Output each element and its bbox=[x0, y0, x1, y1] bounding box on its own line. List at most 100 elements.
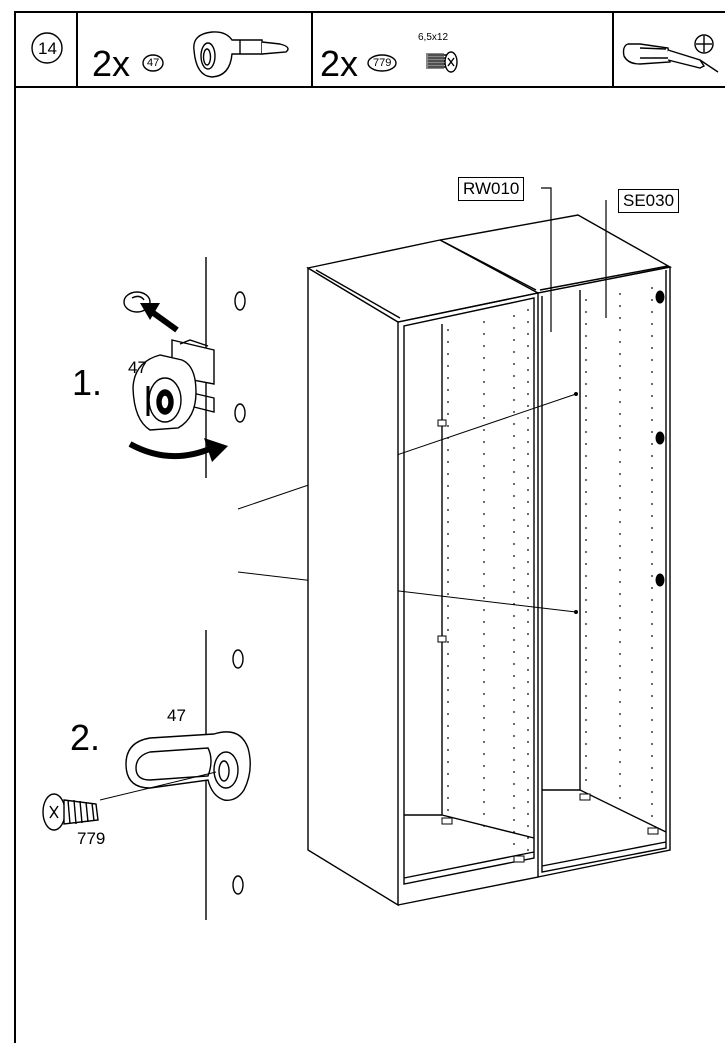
header-divider bbox=[76, 11, 78, 86]
peg-hole-dot bbox=[483, 585, 485, 587]
peg-hole-dot bbox=[447, 497, 449, 499]
peg-hole-dot bbox=[527, 813, 529, 815]
peg-hole-dot bbox=[585, 743, 587, 745]
peg-hole-dot bbox=[483, 657, 485, 659]
peg-hole-dot bbox=[527, 513, 529, 515]
peg-hole-dot bbox=[585, 539, 587, 541]
peg-hole-dot bbox=[527, 333, 529, 335]
peg-hole-dot bbox=[447, 353, 449, 355]
peg-hole-dot bbox=[513, 375, 515, 377]
fitting-47-icon bbox=[193, 31, 289, 78]
peg-hole-dot bbox=[527, 381, 529, 383]
peg-hole-dot bbox=[483, 717, 485, 719]
peg-hole-dot bbox=[447, 533, 449, 535]
peg-hole-dot bbox=[527, 489, 529, 491]
peg-hole-dot bbox=[483, 357, 485, 359]
peg-hole-dot bbox=[513, 351, 515, 353]
peg-hole-dot bbox=[483, 729, 485, 731]
peg-hole-dot bbox=[619, 473, 621, 475]
peg-hole-dot bbox=[513, 723, 515, 725]
peg-hole-dot bbox=[651, 623, 653, 625]
peg-hole-dot bbox=[585, 467, 587, 469]
peg-hole-dot bbox=[585, 359, 587, 361]
peg-hole-dot bbox=[447, 365, 449, 367]
peg-hole-dot bbox=[619, 617, 621, 619]
peg-hole-dot bbox=[619, 785, 621, 787]
peg-hole-dot bbox=[585, 695, 587, 697]
peg-hole-dot bbox=[513, 603, 515, 605]
peg-hole-dot bbox=[447, 701, 449, 703]
peg-hole-dot bbox=[513, 819, 515, 821]
peg-hole-dot bbox=[619, 437, 621, 439]
peg-hole-dot bbox=[585, 431, 587, 433]
peg-hole-dot bbox=[619, 461, 621, 463]
peg-hole-dot bbox=[651, 731, 653, 733]
peg-hole-dot bbox=[527, 561, 529, 563]
label-se030: SE030 bbox=[618, 189, 680, 213]
peg-hole-dot bbox=[527, 573, 529, 575]
peg-hole-dot bbox=[483, 405, 485, 407]
peg-hole-dot bbox=[513, 543, 515, 545]
label-leaders bbox=[541, 187, 607, 332]
peg-hole-dot bbox=[527, 393, 529, 395]
peg-hole-dot bbox=[527, 741, 529, 743]
peg-hole-dot bbox=[527, 501, 529, 503]
peg-hole-dot bbox=[651, 527, 653, 529]
peg-hole-dot bbox=[527, 441, 529, 443]
peg-hole-dot bbox=[483, 753, 485, 755]
peg-hole-dot bbox=[447, 617, 449, 619]
peg-hole-dot bbox=[619, 329, 621, 331]
peg-hole-dot bbox=[483, 453, 485, 455]
peg-hole-dot bbox=[513, 735, 515, 737]
peg-hole-dot bbox=[651, 443, 653, 445]
peg-hole-dot bbox=[527, 357, 529, 359]
screw-dimension: 6,5x12 bbox=[418, 32, 449, 43]
peg-hole-dot bbox=[651, 803, 653, 805]
peg-hole-dot bbox=[651, 479, 653, 481]
part-779-number: 779 bbox=[373, 57, 392, 69]
peg-hole-dot bbox=[651, 395, 653, 397]
peg-hole-dot bbox=[483, 633, 485, 635]
peg-hole-dot bbox=[513, 843, 515, 845]
step2-part-label: 47 bbox=[167, 706, 186, 725]
peg-hole-dot bbox=[447, 389, 449, 391]
peg-hole-dot bbox=[527, 729, 529, 731]
peg-hole-dot bbox=[651, 767, 653, 769]
part-47-circle bbox=[142, 54, 164, 72]
peg-hole-dot bbox=[447, 449, 449, 451]
peg-hole-dot bbox=[651, 791, 653, 793]
peg-hole-dot bbox=[651, 575, 653, 577]
peg-hole-dot bbox=[527, 693, 529, 695]
part-779-quantity: 2x bbox=[320, 43, 359, 84]
page-frame bbox=[14, 11, 725, 1043]
peg-hole-dot bbox=[483, 609, 485, 611]
peg-hole-dot bbox=[619, 365, 621, 367]
peg-hole-dot bbox=[447, 557, 449, 559]
peg-hole-dot bbox=[513, 783, 515, 785]
part-779-circle bbox=[367, 54, 397, 72]
peg-hole-dot bbox=[619, 521, 621, 523]
peg-hole-dot bbox=[585, 395, 587, 397]
peg-hole-dot bbox=[527, 765, 529, 767]
peg-hole-dot bbox=[527, 417, 529, 419]
peg-hole-dot bbox=[447, 605, 449, 607]
peg-hole-dot bbox=[447, 485, 449, 487]
peg-hole-dot bbox=[619, 725, 621, 727]
peg-hole-dot bbox=[513, 567, 515, 569]
peg-hole-dot bbox=[447, 761, 449, 763]
peg-hole-dot bbox=[483, 429, 485, 431]
peg-hole-dot bbox=[527, 789, 529, 791]
peg-hole-dot bbox=[585, 455, 587, 457]
peg-hole-dot bbox=[513, 807, 515, 809]
peg-hole-dot bbox=[651, 683, 653, 685]
peg-hole-dot bbox=[527, 753, 529, 755]
peg-hole-dot bbox=[513, 315, 515, 317]
peg-hole-dot bbox=[619, 677, 621, 679]
peg-hole-dot bbox=[513, 675, 515, 677]
peg-hole-dot bbox=[651, 347, 653, 349]
peg-hole-dot bbox=[585, 635, 587, 637]
peg-hole-dot bbox=[483, 561, 485, 563]
peg-hole-dot bbox=[585, 323, 587, 325]
step1-detail bbox=[123, 257, 577, 613]
step2-detail bbox=[42, 630, 251, 920]
